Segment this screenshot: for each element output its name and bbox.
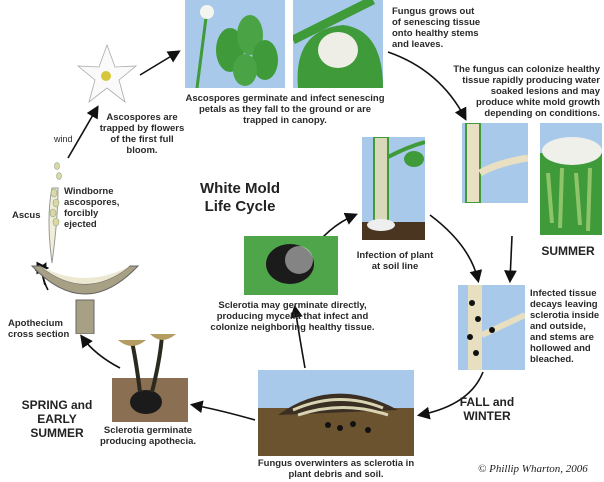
arrow-overwinter-to-apothecia xyxy=(189,400,256,421)
label-wind: wind xyxy=(54,134,73,144)
caption-windborne: Windborne ascospores, forcibly ejected xyxy=(64,186,120,230)
mold-on-leaf-image xyxy=(293,0,383,88)
caption-sclerotia-direct: Sclerotia may germinate directly, produc… xyxy=(210,300,375,333)
flower-illustration xyxy=(76,43,138,104)
sclerotium-image xyxy=(244,236,338,295)
caption-flowers: Ascospores are trapped by flowers of the… xyxy=(99,112,185,156)
lesion-stem-image xyxy=(462,123,528,203)
arrow-lesion-to-decay xyxy=(504,235,517,284)
decayed-stem-image xyxy=(458,285,525,370)
caption-petals: Ascospores germinate and infect senescin… xyxy=(185,93,385,126)
title-line-1: White Mold xyxy=(200,180,280,197)
arrow-ascus-to-flower xyxy=(67,105,99,159)
arrow-overwinter-to-sclerotium xyxy=(290,304,306,369)
arrow-stem-to-decay xyxy=(429,214,483,284)
copyright: © Phillip Wharton, 2006 xyxy=(478,463,588,475)
arrow-petals-to-colonize xyxy=(387,51,467,121)
soil-line-infection-image xyxy=(362,137,425,240)
apothecium-cross-section xyxy=(30,265,140,334)
caption-decay: Infected tissue decays leaving sclerotia… xyxy=(530,288,600,365)
caption-apothecia: Sclerotia germinate producing apothecia. xyxy=(99,425,197,447)
season-summer: SUMMER xyxy=(541,244,595,258)
arrow-decay-to-overwinter xyxy=(416,371,484,420)
season-spring-line-1: SPRING and xyxy=(21,398,93,412)
season-spring-line-3: SUMMER xyxy=(30,426,84,440)
season-spring-line-2: EARLY xyxy=(37,412,77,426)
white-mold-closeup-image xyxy=(540,123,602,235)
caption-colonize: The fungus can colonize healthy tissue r… xyxy=(453,64,600,119)
arrow-flower-to-petals xyxy=(139,50,181,76)
caption-overwinter: Fungus overwinters as sclerotia in plant… xyxy=(257,458,415,480)
caption-fungus-grows: Fungus grows out of senescing tissue ont… xyxy=(392,6,481,50)
caption-soil-line: Infection of plant at soil line xyxy=(356,250,434,272)
season-fall-line-2: WINTER xyxy=(463,409,511,423)
petal-infection-image xyxy=(185,0,285,88)
overwinter-soil-image xyxy=(258,370,414,456)
diagram-title: White Mold Life Cycle xyxy=(190,180,290,216)
title-line-2: Life Cycle xyxy=(204,198,276,215)
season-fall-winter: FALL and WINTER xyxy=(452,395,522,423)
season-fall-line-1: FALL and xyxy=(459,395,515,409)
ascus-illustration xyxy=(48,162,62,264)
label-ascus: Ascus xyxy=(12,210,41,221)
season-spring: SPRING and EARLY SUMMER xyxy=(12,398,102,440)
arrow-apothecia-to-crosssection xyxy=(80,334,121,369)
caption-apothecium: Apothecium cross section xyxy=(8,318,70,340)
apothecia-illustration xyxy=(112,334,188,422)
